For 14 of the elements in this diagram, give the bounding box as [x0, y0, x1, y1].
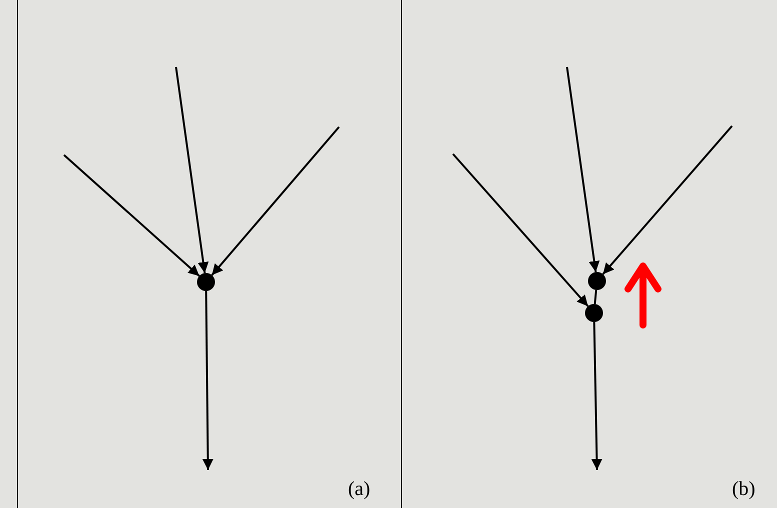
- arrow: [566, 66, 600, 272]
- junction-dot: [585, 304, 603, 322]
- panel-label: (b): [732, 478, 756, 501]
- junction-dot: [197, 273, 215, 291]
- junction-dot: [588, 272, 606, 290]
- panel-label: (a): [348, 478, 370, 501]
- arrow: [63, 154, 200, 277]
- connector-line: [594, 290, 598, 304]
- arrow: [452, 153, 589, 307]
- arrow: [591, 322, 602, 470]
- arrow: [602, 125, 733, 275]
- arrow: [211, 126, 340, 276]
- arrow: [175, 66, 209, 274]
- arrow: [202, 290, 214, 470]
